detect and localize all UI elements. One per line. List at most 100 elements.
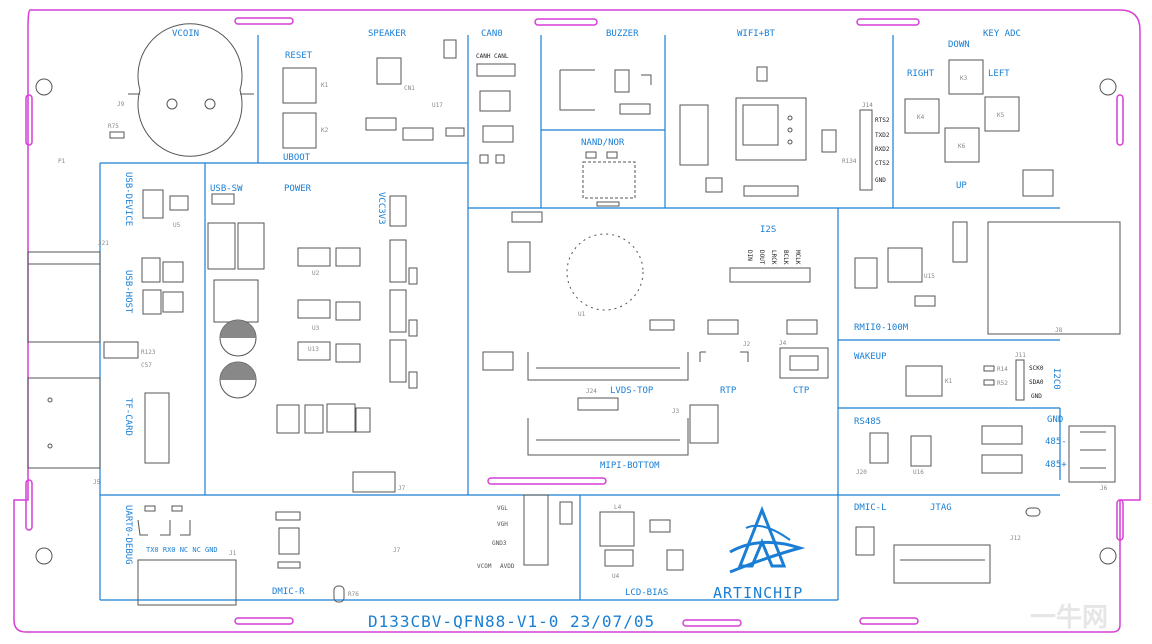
- dmic-r-area: R76 J7: [275, 511, 401, 603]
- refdes-u15: U15: [924, 273, 935, 280]
- refdes-r134: R134: [842, 158, 857, 165]
- refdes-u16: U16: [913, 469, 924, 476]
- label-wakeup: WAKEUP: [854, 352, 887, 362]
- refdes-cn1: CN1: [404, 85, 415, 92]
- label-usb-host: USB-HOST: [123, 270, 133, 314]
- watermark: 一牛网: [1030, 603, 1108, 633]
- label-rs485: RS485: [854, 417, 881, 427]
- refdes-p1: P1: [58, 158, 66, 165]
- label-rmii: RMII0-100M: [854, 323, 909, 333]
- label-uboot: UBOOT: [283, 153, 311, 163]
- refdes-k3: K3: [960, 75, 968, 82]
- label-nand-nor: NAND/NOR: [581, 138, 625, 148]
- label-rtp: RTP: [720, 386, 737, 396]
- label-wifi-bt: WIFI+BT: [737, 29, 776, 39]
- wifi-pin-rxd2: RXD2: [875, 146, 890, 153]
- i2s-pin-mclk: MCLK: [794, 250, 801, 265]
- label-lcd-bias: LCD-BIAS: [625, 588, 668, 598]
- refdes-r76: R76: [348, 591, 359, 598]
- refdes-j2: J2: [743, 341, 751, 348]
- reset-uboot-buttons: K1 K2: [282, 67, 329, 149]
- power-area: U2 U3 U13 J7: [207, 193, 418, 493]
- wifi-pin-txd2: TXD2: [875, 132, 890, 139]
- rs485-a-label: 485-: [1045, 437, 1067, 447]
- refdes-j7: J7: [393, 547, 401, 554]
- refdes-r14: R14: [997, 366, 1008, 373]
- i2s-pin-din: DIN: [746, 250, 753, 261]
- lvds-mipi-connectors: J24 J3: [527, 352, 719, 456]
- key-left-label: LEFT: [988, 69, 1010, 79]
- refdes-j3: J3: [672, 408, 680, 415]
- lcd-bias-area: L4 U4: [523, 494, 684, 580]
- refdes-c57: C57: [141, 362, 152, 369]
- i2c-pin-sda0: SDA0: [1029, 379, 1044, 386]
- tf-card-slot: J5: [27, 377, 170, 486]
- label-uart0-debug: UART0-DEBUG: [123, 505, 133, 565]
- label-i2s: I2S: [760, 225, 776, 235]
- label-power: POWER: [284, 184, 312, 194]
- label-ctp: CTP: [793, 386, 810, 396]
- refdes-k-wakeup: K1: [945, 378, 953, 385]
- label-tf-card: TF-CARD: [123, 398, 133, 436]
- key-down-label: DOWN: [948, 40, 970, 50]
- buzzer-area: [559, 69, 652, 115]
- lcd-bias-vcom: VCOM: [477, 563, 492, 570]
- refdes-k8: K5: [997, 112, 1005, 119]
- label-vcc3v3: VCC3V3: [376, 192, 386, 225]
- mounting-holes: [35, 78, 1117, 565]
- label-i2c0: I2C0: [1051, 368, 1061, 390]
- lcd-bias-labels: VGL VGH GND3 VCOM AVDD: [477, 505, 515, 570]
- refdes-u3: U3: [312, 325, 320, 332]
- refdes-r52: R52: [997, 380, 1008, 387]
- wifi-pin-cts2: CTS2: [875, 160, 890, 167]
- refdes-j6: J6: [1100, 485, 1108, 492]
- refdes-r123: R123: [141, 349, 156, 356]
- touch-connectors: J2 J4: [699, 340, 829, 379]
- board-title: D133CBV-QFN88-V1-0 23/07/05: [368, 612, 655, 631]
- wifi-module: J14 R134: [679, 66, 873, 197]
- refdes-j9: J9: [117, 101, 125, 108]
- refdes-u2: U2: [312, 270, 320, 277]
- label-reset: RESET: [285, 51, 313, 61]
- label-dmic-l: DMIC-L: [854, 503, 887, 513]
- i2s-pin-labels: DIN DOUT LRCK BCLK MCLK: [746, 250, 801, 265]
- refdes-j20: J20: [856, 469, 867, 476]
- uart-pin-labels: TX0 RX0 NC NC GND: [146, 546, 218, 554]
- i2s-pin-lrck: LRCK: [770, 250, 777, 265]
- rs485-area: U16 J20 J6: [856, 425, 1116, 492]
- label-dmic-r: DMIC-R: [272, 587, 305, 597]
- refdes-j14: J14: [862, 102, 873, 109]
- label-key-adc: KEY ADC: [983, 29, 1021, 39]
- can-pin-labels: CANH CANL: [476, 53, 509, 60]
- uart-debug-area: J1: [137, 505, 237, 606]
- lcd-bias-gnd3: GND3: [492, 540, 507, 547]
- refdes-u13: U13: [308, 346, 319, 353]
- board-outline: [13, 9, 1141, 633]
- jtag-area: J12: [855, 507, 1041, 584]
- refdes-j21: J21: [98, 240, 109, 247]
- wakeup-area: K1 R14 R52 J11: [905, 352, 1026, 401]
- refdes-k6: K6: [958, 143, 966, 150]
- wifi-pin-gnd: GND: [875, 177, 886, 184]
- wifi-pin-labels: RTS2 TXD2 RXD2 CTS2 GND: [875, 117, 890, 184]
- refdes-j24: J24: [586, 388, 597, 395]
- refdes-k7: K4: [917, 114, 925, 121]
- refdes-k2: K2: [321, 127, 329, 134]
- can-area: [476, 63, 516, 164]
- key-up-label: UP: [956, 181, 967, 191]
- refdes-j8: J8: [1055, 327, 1063, 334]
- i2s-pin-bclk: BCLK: [782, 250, 789, 265]
- coin-cell-holder: J9 R75: [108, 23, 254, 157]
- nand-area: [582, 151, 636, 207]
- i2c-pin-sck0: SCK0: [1029, 365, 1044, 372]
- lcd-bias-avdd: AVDD: [500, 563, 515, 570]
- label-usb-sw: USB-SW: [210, 184, 243, 194]
- key-adc-keys: K3 K4 K5 K6: [904, 59, 1054, 197]
- refdes-j7-pwr: J7: [398, 485, 406, 492]
- refdes-u4: U4: [612, 573, 620, 580]
- refdes-u17: U17: [432, 102, 443, 109]
- usb-connectors: J21 P1 U5 R123 C57: [27, 158, 189, 369]
- refdes-j1: J1: [229, 550, 237, 557]
- label-buzzer: BUZZER: [606, 29, 639, 39]
